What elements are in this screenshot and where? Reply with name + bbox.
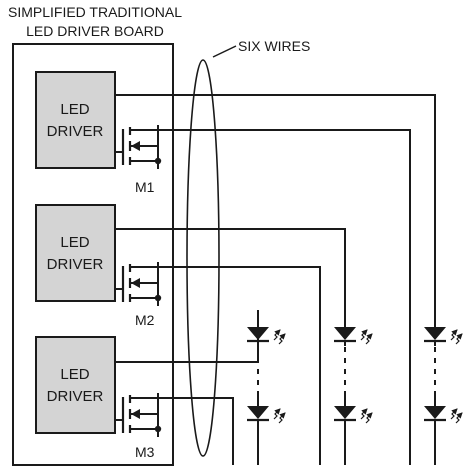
driver-3-label-line-1: LED: [60, 366, 89, 383]
light-arrow-icon: [365, 333, 373, 345]
anode-wire-2: [115, 228, 346, 310]
mosfet-m3-symbol: [115, 393, 162, 437]
body-arrow-icon: [131, 278, 140, 288]
led-strings: [247, 327, 463, 424]
led-driver-block-3: LED DRIVER: [35, 336, 116, 434]
light-arrow-icon: [273, 329, 281, 341]
light-arrow-icon: [450, 329, 458, 341]
led-triangle: [247, 406, 269, 419]
led-2-lower: [334, 406, 373, 424]
board-title-line-2: LED DRIVER BOARD: [26, 23, 164, 39]
led-triangle: [424, 406, 446, 419]
light-arrow-icon: [450, 408, 458, 420]
six-wires-leader: [212, 45, 237, 58]
body-arrow-icon: [131, 141, 140, 151]
led-triangle: [247, 327, 269, 340]
light-arrow-icon: [455, 412, 463, 424]
led-3-upper: [247, 327, 286, 345]
led-triangle: [334, 406, 356, 419]
mosfet-m1-label: M1: [135, 179, 155, 195]
driver-2-label-line-2: DRIVER: [47, 256, 104, 273]
led-driver-block-1: LED DRIVER: [35, 71, 116, 169]
driver-3-label-line-2: DRIVER: [47, 388, 104, 405]
light-arrow-icon: [360, 408, 368, 420]
board-title-line-1: SIMPLIFIED TRADITIONAL: [8, 4, 182, 20]
mosfet-m3-label: M3: [135, 444, 155, 460]
led-triangle: [334, 327, 356, 340]
six-wires-label: SIX WIRES: [238, 38, 310, 54]
anode-wire-1: [115, 94, 436, 310]
led-driver-block-2: LED DRIVER: [35, 204, 116, 302]
gate-wire: [115, 275, 124, 290]
light-arrow-icon: [278, 333, 286, 345]
led-2-upper: [334, 327, 373, 345]
driver-2-label-line-1: LED: [60, 234, 89, 251]
wires: [115, 94, 436, 465]
light-arrow-icon: [360, 329, 368, 341]
gate-wire: [115, 138, 124, 153]
led-1-upper: [424, 327, 463, 345]
mosfet-m2-symbol: [115, 262, 162, 306]
wire-bundle-ellipse: [186, 59, 220, 457]
mosfet-m2-label: M2: [135, 312, 155, 328]
led-1-lower: [424, 406, 463, 424]
light-arrow-icon: [455, 333, 463, 345]
mosfet-m1-symbol: [115, 125, 162, 169]
return-wire-3: [158, 397, 234, 465]
driver-1-label-line-2: DRIVER: [47, 123, 104, 140]
return-wire-2: [158, 266, 321, 465]
driver-board-outline: [12, 43, 174, 466]
led-3-lower: [247, 406, 286, 424]
mosfets: [115, 125, 162, 437]
led-triangle: [424, 327, 446, 340]
return-wire-1: [158, 129, 411, 465]
light-arrow-icon: [278, 412, 286, 424]
light-arrow-icon: [365, 412, 373, 424]
driver-1-label-line-1: LED: [60, 101, 89, 118]
body-arrow-icon: [131, 409, 140, 419]
light-arrow-icon: [273, 408, 281, 420]
gate-wire: [115, 406, 124, 421]
